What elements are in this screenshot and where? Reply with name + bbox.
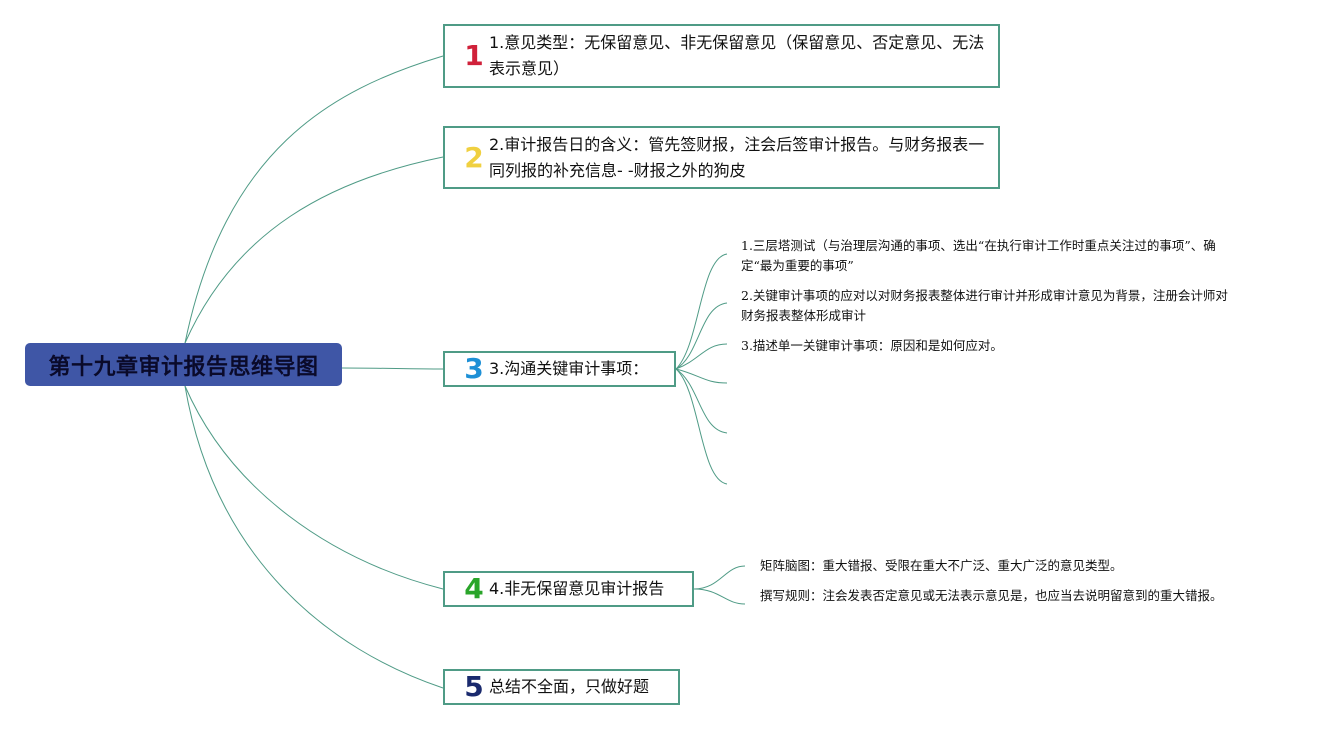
number-2-icon: 2 (464, 140, 484, 174)
number-3-icon: 3 (464, 352, 484, 385)
branch-4[interactable]: 4 4.非无保留意见审计报告 (443, 571, 694, 607)
connector-b3-sub-4 (675, 368, 728, 384)
number-4-icon: 4 (464, 572, 484, 605)
number-5-icon: 5 (464, 670, 484, 703)
subtopic-3-1[interactable]: 1.三层塔测试（与治理层沟通的事项、选出“在执行审计工作时重点关注过的事项”、确… (741, 238, 1216, 273)
subtopic-4-2[interactable]: 撰写规则：注会发表否定意见或无法表示意见是，也应当去说明留意到的重大错报。 (760, 588, 1223, 603)
connector-root-branch-3 (341, 367, 444, 370)
number-1-icon: 1 (464, 39, 484, 72)
subtopic-3-3[interactable]: 3.描述单一关键审计事项：原因和是如何应对。 (741, 338, 1003, 353)
branch-2[interactable]: 2 2.审计报告日的含义：管先签财报，注会后签审计报告。与财务报表一同列报的补充… (443, 126, 1000, 189)
connector-b3-sub-2 (675, 302, 728, 370)
branch-5-text: 总结不全面，只做好题 (489, 677, 650, 696)
connector-root-branch-4 (184, 385, 444, 590)
connector-root-branch-5 (184, 385, 444, 689)
subtopic-3-2[interactable]: 2.关键审计事项的应对以对财务报表整体进行审计并形成审计意见为背景，注册会计师对… (741, 288, 1228, 323)
connector-b3-sub-1 (675, 253, 728, 370)
connector-b3-sub-6 (675, 368, 728, 485)
connector-b4-sub-1 (693, 565, 746, 590)
connector-root-branch-2 (184, 156, 444, 344)
connector-b3-sub-3 (675, 343, 728, 370)
branch-4-text: 4.非无保留意见审计报告 (489, 579, 665, 598)
connector-b4-sub-2 (693, 588, 746, 605)
root-title: 第十九章审计报告思维导图 (48, 354, 319, 380)
subtopic-4-1[interactable]: 矩阵脑图：重大错报、受限在重大不广泛、重大广泛的意见类型。 (760, 558, 1123, 573)
connector-b3-sub-5 (675, 368, 728, 434)
branch-3-text: 3.沟通关键审计事项： (489, 359, 649, 378)
branch-5[interactable]: 5 总结不全面，只做好题 (443, 669, 680, 705)
branch-1-text: 1.意见类型：无保留意见、非无保留意见（保留意见、否定意见、无法表示意见） (489, 33, 985, 78)
connector-root-branch-1 (184, 55, 444, 344)
branch-3[interactable]: 3 3.沟通关键审计事项： (443, 351, 676, 387)
branch-2-text: 2.审计报告日的含义：管先签财报，注会后签审计报告。与财务报表一同列报的补充信息… (489, 134, 985, 180)
root-topic[interactable]: 第十九章审计报告思维导图 (25, 343, 342, 386)
branch-1[interactable]: 1 1.意见类型：无保留意见、非无保留意见（保留意见、否定意见、无法表示意见） (443, 24, 1000, 88)
